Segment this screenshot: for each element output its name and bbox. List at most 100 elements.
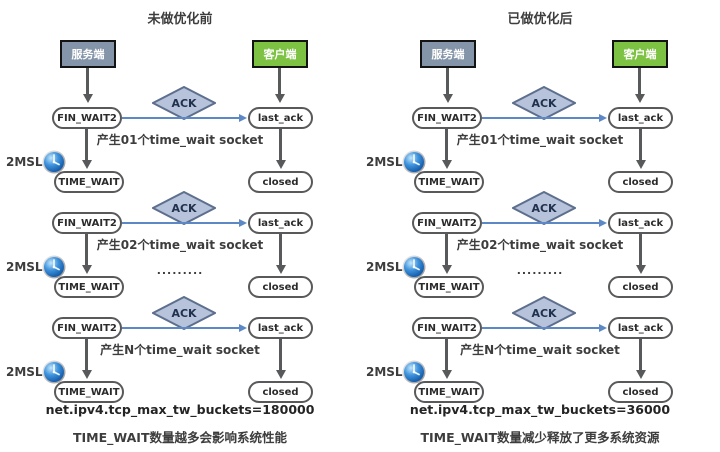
clock-icon (42, 255, 66, 279)
finwait2-down-arrow (445, 339, 448, 370)
fin-wait2-node: FIN_WAIT2 (412, 212, 482, 234)
msl-label: 2MSL (6, 155, 43, 169)
ack-diamond: ACK (512, 191, 576, 225)
diamond-shape-icon (512, 86, 576, 120)
diamond-shape-icon (152, 191, 216, 225)
clock-icon (402, 360, 426, 384)
last-ack-node: last_ack (608, 212, 673, 234)
msl-label: 2MSL (6, 365, 43, 379)
panel-before-optimization: 未做优化前 服务端 客户端 ACK FIN_WAIT2 last_ack 产生0… (0, 0, 360, 452)
clock-icon (42, 360, 66, 384)
ack-arrow (482, 117, 599, 119)
ack-label: ACK (531, 306, 557, 320)
client-box: 客户端 (252, 40, 308, 68)
finwait2-down-arrow (85, 339, 88, 370)
lastack-down-arrow (639, 339, 642, 370)
clock-icon (402, 255, 426, 279)
last-ack-node: last_ack (248, 317, 313, 339)
diamond-shape-icon (152, 86, 216, 120)
msl-label: 2MSL (366, 155, 403, 169)
panel-title: 未做优化前 (147, 12, 213, 27)
msl-label: 2MSL (366, 365, 403, 379)
caption-text: TIME_WAIT数量越多会影响系统性能 (73, 430, 287, 445)
connection-row: ACK FIN_WAIT2 last_ack 产生02个time_wait so… (0, 191, 360, 301)
tw-note: 产生02个time_wait socket (96, 238, 264, 252)
ack-label: ACK (171, 306, 197, 320)
closed-node: closed (608, 381, 673, 403)
diamond-shape-icon (152, 296, 216, 330)
tw-note: 产生02个time_wait socket (456, 238, 624, 252)
lastack-down-arrow (639, 234, 642, 265)
lastack-down-arrow (279, 339, 282, 370)
ack-diamond: ACK (152, 191, 216, 225)
fin-wait2-node: FIN_WAIT2 (52, 212, 122, 234)
server-box: 服务端 (60, 40, 116, 68)
tw-note: 产生01个time_wait socket (96, 133, 264, 147)
connection-row: ACK FIN_WAIT2 last_ack 产生N个time_wait soc… (360, 296, 720, 406)
closed-node: closed (248, 276, 313, 298)
sysctl-text: net.ipv4.tcp_max_tw_buckets=180000 (45, 402, 315, 417)
ack-label: ACK (531, 201, 557, 215)
server-down-arrow (446, 68, 449, 94)
lastack-down-arrow (279, 234, 282, 265)
panel-title: 已做优化后 (507, 12, 573, 27)
last-ack-node: last_ack (608, 317, 673, 339)
server-box: 服务端 (420, 40, 476, 68)
connection-row: ACK FIN_WAIT2 last_ack 产生01个time_wait so… (360, 86, 720, 196)
ack-diamond: ACK (152, 86, 216, 120)
last-ack-node: last_ack (248, 107, 313, 129)
msl-label: 2MSL (6, 260, 43, 274)
client-down-arrow (278, 68, 281, 94)
tw-note: 产生N个time_wait socket (100, 343, 260, 357)
finwait2-down-arrow (445, 129, 448, 160)
fin-wait2-node: FIN_WAIT2 (412, 317, 482, 339)
lastack-down-arrow (639, 129, 642, 160)
ellipsis-dots: ......... (516, 264, 564, 277)
ack-arrow (122, 117, 239, 119)
tw-note: 产生01个time_wait socket (456, 133, 624, 147)
ack-arrow (122, 222, 239, 224)
diamond-shape-icon (512, 296, 576, 330)
closed-node: closed (248, 171, 313, 193)
time-wait-node: TIME_WAIT (414, 276, 484, 298)
caption-text: TIME_WAIT数量减少释放了更多系统资源 (420, 430, 660, 445)
ack-diamond: ACK (152, 296, 216, 330)
clock-icon (42, 150, 66, 174)
ack-label: ACK (531, 96, 557, 110)
time-wait-node: TIME_WAIT (54, 276, 124, 298)
panel-after-optimization: 已做优化后 服务端 客户端 ACK FIN_WAIT2 last_ack 产生0… (360, 0, 720, 452)
server-down-arrow (86, 68, 89, 94)
ack-diamond: ACK (512, 296, 576, 330)
ack-arrow (482, 222, 599, 224)
client-down-arrow (638, 68, 641, 94)
finwait2-down-arrow (85, 234, 88, 265)
connection-row: ACK FIN_WAIT2 last_ack 产生01个time_wait so… (0, 86, 360, 196)
connection-row: ACK FIN_WAIT2 last_ack 产生02个time_wait so… (360, 191, 720, 301)
ack-label: ACK (171, 201, 197, 215)
ack-arrow (122, 327, 239, 329)
last-ack-node: last_ack (248, 212, 313, 234)
closed-node: closed (608, 276, 673, 298)
lastack-down-arrow (279, 129, 282, 160)
sysctl-text: net.ipv4.tcp_max_tw_buckets=36000 (409, 402, 671, 417)
ack-arrow (482, 327, 599, 329)
fin-wait2-node: FIN_WAIT2 (52, 317, 122, 339)
diamond-shape-icon (512, 191, 576, 225)
ack-label: ACK (171, 96, 197, 110)
clock-icon (402, 150, 426, 174)
closed-node: closed (608, 171, 673, 193)
time-wait-node: TIME_WAIT (414, 381, 484, 403)
closed-node: closed (248, 381, 313, 403)
fin-wait2-node: FIN_WAIT2 (52, 107, 122, 129)
tw-note: 产生N个time_wait socket (460, 343, 620, 357)
finwait2-down-arrow (445, 234, 448, 265)
time-wait-node: TIME_WAIT (54, 171, 124, 193)
connection-row: ACK FIN_WAIT2 last_ack 产生N个time_wait soc… (0, 296, 360, 406)
msl-label: 2MSL (366, 260, 403, 274)
time-wait-node: TIME_WAIT (54, 381, 124, 403)
ack-diamond: ACK (512, 86, 576, 120)
finwait2-down-arrow (85, 129, 88, 160)
ellipsis-dots: ......... (156, 264, 204, 277)
last-ack-node: last_ack (608, 107, 673, 129)
